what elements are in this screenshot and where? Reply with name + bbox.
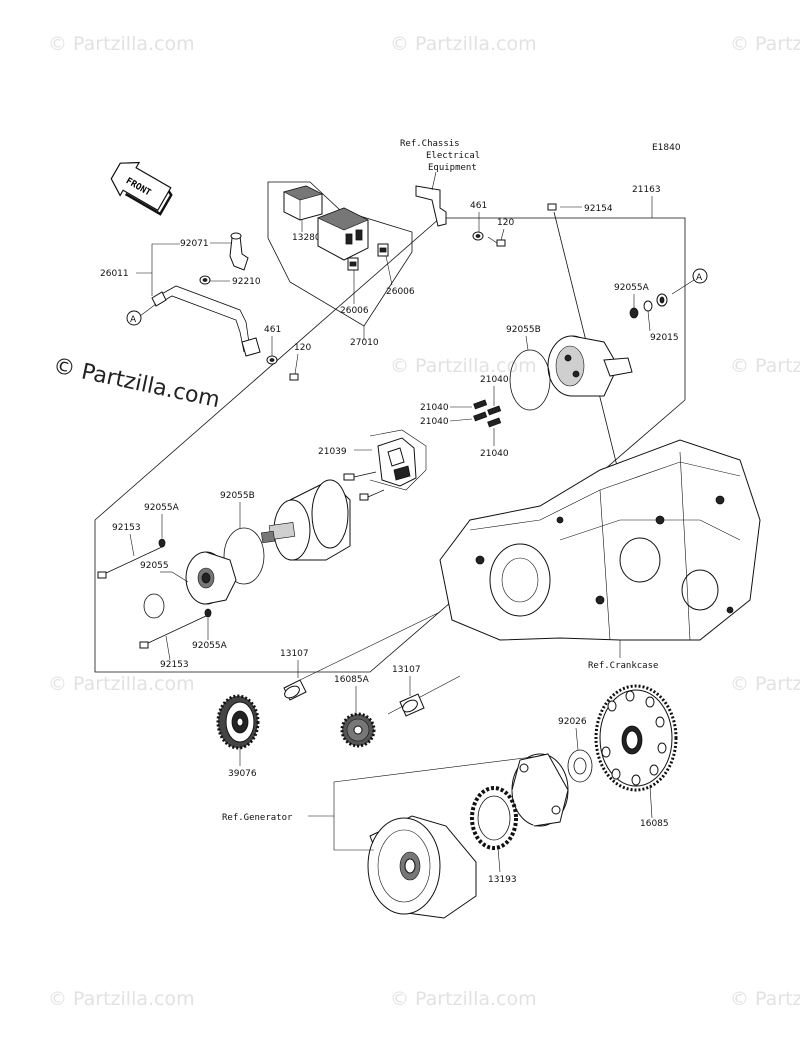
ref-chassis-line1: Ref.Chassis [400, 139, 460, 149]
gear-39076 [216, 694, 260, 750]
ref-chassis-line3: Equipment [428, 163, 477, 173]
starter-front-cover [185, 551, 237, 605]
part-120-mid: 120 [294, 343, 311, 353]
part-92055A-top: 92055A [614, 283, 650, 293]
oring-92055B-mid [223, 527, 265, 585]
part-21040-b: 21040 [420, 403, 449, 413]
starter-clutch-housing [511, 753, 569, 827]
brush-21040-set [473, 399, 502, 428]
watermark-faint: © Partzilla.com [390, 33, 537, 55]
part-16085: 16085 [640, 819, 669, 829]
part-92055: 92055 [140, 561, 169, 571]
oring-92055A-mid [158, 538, 166, 548]
crankcase-block [439, 439, 761, 641]
nut-92210 [199, 275, 211, 285]
one-way-clutch-13193 [470, 786, 518, 850]
part-92026: 92026 [558, 717, 587, 727]
fuse-26006-a [347, 257, 359, 271]
chassis-bracket [415, 171, 447, 227]
part-21163: 21163 [632, 185, 661, 195]
watermark-main: © Partzilla.com [51, 353, 222, 413]
callout-a-right [692, 268, 708, 284]
bolt-92153-a [97, 545, 165, 579]
part-13107-b: 13107 [392, 665, 421, 675]
watermark-faint: © Partzilla.com [730, 355, 800, 377]
part-92055B-top: 92055B [506, 325, 541, 335]
callout-a-right-label: A [696, 273, 703, 283]
oring-92055 [143, 593, 165, 619]
part-13280: 13280 [292, 233, 321, 243]
part-21040-a: 21040 [480, 375, 509, 385]
part-21040-c: 21040 [420, 417, 449, 427]
watermark-faint: © Partzilla.com [730, 673, 800, 695]
bolt-120-mid [289, 373, 299, 381]
watermark-faint: © Partzilla.com [730, 988, 800, 1010]
watermark-faint: © Partzilla.com [48, 673, 195, 695]
oring-92055A-top [629, 307, 639, 319]
part-13107-a: 13107 [280, 649, 309, 659]
idler-gear-16085A [340, 712, 376, 748]
shaft-13107-b [399, 693, 425, 717]
part-13193: 13193 [488, 875, 517, 885]
oring-92055A-low [204, 608, 212, 618]
relay-13280 [283, 185, 323, 221]
ref-generator: Ref.Generator [222, 813, 293, 823]
washer-92015 [643, 293, 668, 312]
washer-461-top [472, 231, 484, 241]
callout-a-left-label: A [130, 315, 137, 325]
part-16085A: 16085A [334, 675, 370, 685]
watermark-faint: © Partzilla.com [730, 33, 800, 55]
part-26006-b: 26006 [386, 287, 415, 297]
ref-crankcase: Ref.Crankcase [588, 661, 658, 671]
watermark-faint: © Partzilla.com [390, 355, 537, 377]
part-26006-a: 26006 [340, 306, 369, 316]
part-92210: 92210 [232, 277, 261, 287]
part-92154: 92154 [584, 204, 613, 214]
shaft-13107-a [283, 679, 307, 701]
screw-21039 [343, 471, 385, 501]
brush-holder-21039 [369, 429, 427, 491]
generator-rotor [367, 815, 477, 919]
front-arrow-icon: FRONT [110, 161, 173, 216]
washer-461-mid [266, 355, 278, 365]
part-39076: 39076 [228, 769, 257, 779]
callout-a-left [126, 310, 142, 326]
part-26011: 26011 [100, 269, 129, 279]
washer-92026 [567, 749, 593, 783]
part-92015: 92015 [650, 333, 679, 343]
bolt-120-top [487, 236, 506, 247]
bolt-92153-b [139, 615, 207, 649]
starter-relay-27010 [317, 207, 369, 261]
part-461-mid: 461 [264, 325, 281, 335]
watermark-faint: © Partzilla.com [390, 988, 537, 1010]
watermark-faint: © Partzilla.com [48, 988, 195, 1010]
diagram-code: E1840 [652, 143, 681, 153]
part-21039: 21039 [318, 447, 347, 457]
ref-chassis-line2: Electrical [426, 151, 480, 161]
starter-motor-yoke [261, 479, 351, 561]
part-92055B-mid: 92055B [220, 491, 255, 501]
part-92071: 92071 [180, 239, 209, 249]
part-27010: 27010 [350, 338, 379, 348]
part-92153-b: 92153 [160, 660, 189, 670]
assembly-frame-top [94, 217, 441, 521]
watermark-faint: © Partzilla.com [48, 33, 195, 55]
part-120-top: 120 [497, 218, 514, 228]
starter-end-cover [547, 335, 633, 397]
fuse-26006-b [377, 243, 389, 257]
starter-gear-16085 [594, 684, 678, 792]
part-92055A-mid: 92055A [144, 503, 180, 513]
part-92153-a: 92153 [112, 523, 141, 533]
part-461-top: 461 [470, 201, 487, 211]
starter-cable-26011 [151, 285, 261, 357]
cable-boot-92071 [229, 232, 249, 271]
oring-92055B-top [509, 349, 551, 411]
part-92055A-low: 92055A [192, 641, 228, 651]
part-21040-d: 21040 [480, 449, 509, 459]
relay-group-frame [267, 181, 413, 327]
